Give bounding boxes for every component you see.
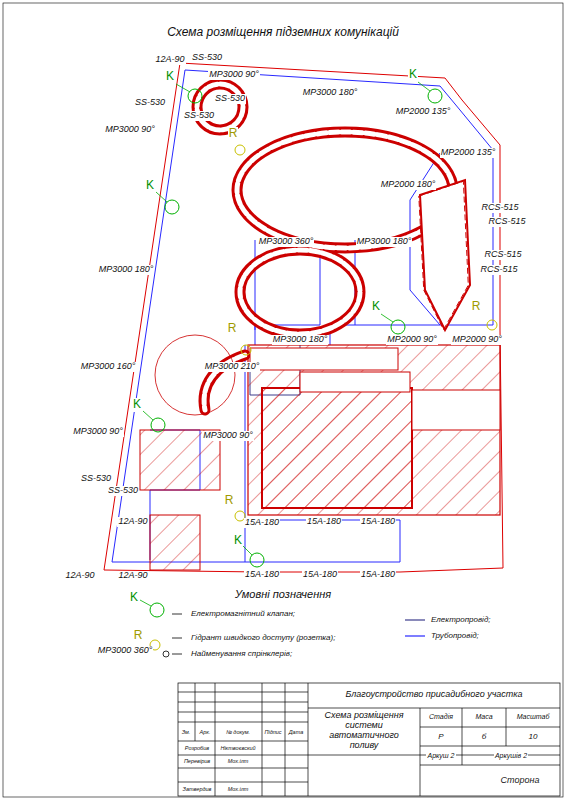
sprinkler-label: MP2000 180° [380,180,437,190]
note-label: R [133,629,144,642]
note-label: Стадія [428,713,454,721]
note-label: Масштаб [516,713,551,721]
note-label: K [129,591,139,604]
sprinkler-label: RCS-515 [480,203,519,213]
sprinkler-label: MP3000 180° [302,88,359,98]
note-label: Підпис [263,729,282,735]
note-label: Ніктвоєвский [219,745,256,751]
sprinkler-label: SS-530 [107,486,139,496]
sprinkler-label: MP3000 180° [272,335,329,345]
note-label: Мох.ілт [227,786,250,792]
note-label: Мох.ілт [227,758,250,764]
sprinkler-label: SS-530 [214,94,246,104]
sprinkler-label: MP3000 90° [72,427,124,437]
note-label: R [227,322,238,335]
note-label: K [408,68,418,81]
sprinkler-label: 15A-180 [360,570,396,580]
sprinkler-label: 12A-90 [64,571,95,581]
sprinkler-label: MP2000 90° [451,335,503,345]
note-label: R [471,300,482,313]
note-label: K [145,179,155,192]
note-label: Аркушів 2 [494,752,528,760]
note-label: Схема розміщення системи автоматичного п… [313,711,415,751]
note-label: Зм. [181,729,192,735]
legend-text: Електропровід; [430,616,492,625]
sprinkler-label: 15A-180 [244,570,280,580]
sprinkler-label: RCS-515 [483,250,522,260]
legend-text: Трубопровід; [430,632,480,641]
sprinkler-label: 15A-180 [360,517,396,527]
sprinkler-label: 12A-90 [117,517,148,527]
note-label: Р [437,733,444,742]
note-label: Арк. [199,729,212,735]
sprinkler-label: MP3000 180° [98,265,155,275]
sprinkler-label: SS-530 [183,111,215,121]
note-label: K [165,70,175,83]
sprinkler-label: MP3000 360° [258,237,315,247]
sprinkler-label: MP3000 90° [104,125,156,135]
sprinkler-label: MP3000 160° [80,362,137,372]
sprinkler-label: MP2000 135° [440,148,497,158]
sprinkler-label: 15A-180 [306,517,342,527]
note-label: Затвердив [182,786,213,792]
sprinkler-label: 15A-180 [302,570,338,580]
note-label: б [481,733,488,742]
sprinkler-label: SS-530 [80,474,112,484]
note-label: Аркуш 2 [426,752,455,760]
note-label: Перевірив [183,758,211,764]
sprinkler-label: SS-530 [134,98,166,108]
note-label: Благоустройство присадибного участка [344,690,523,700]
note-label: MP3000 360° [97,646,154,656]
note-label: 10 [528,733,539,742]
sprinkler-label: SS-530 [191,53,223,63]
sprinkler-label: MP3000 180° [356,237,413,247]
legend-text: Електромагнітний клапан; [190,610,296,619]
sprinkler-label: MP2000 90° [386,335,438,345]
note-label: K [371,300,381,313]
note-label: K [132,398,142,411]
note-label: Умовні позначення [234,588,332,600]
note-label: R [228,127,239,140]
sprinkler-label: MP2000 135° [395,107,452,117]
sprinkler-label: MP3000 210° [204,362,261,372]
sheet-title: Схема розміщення підземних комунікацій [166,26,400,39]
note-label: Дата [288,729,305,735]
sprinkler-label: 12A-90 [154,55,185,65]
sprinkler-label: MP3000 90° [202,431,254,441]
note-label: R [224,494,235,507]
note-label: Сторона [500,776,541,786]
sprinkler-label: RCS-515 [487,217,526,227]
note-label: K [233,534,243,547]
note-label: Розробив [184,745,210,751]
note-label: № докум. [225,729,251,735]
sprinkler-label: 12A-90 [117,571,148,581]
legend-text: Найменування спрінклерів; [190,650,293,659]
sprinkler-label: 15A-180 [244,518,280,528]
sprinkler-label: RCS-515 [479,265,518,275]
legend-text: Гідрант швидкого доступу (розетка); [190,634,336,643]
note-label: Маса [474,713,493,721]
sprinkler-label: MP3000 90° [208,70,260,80]
